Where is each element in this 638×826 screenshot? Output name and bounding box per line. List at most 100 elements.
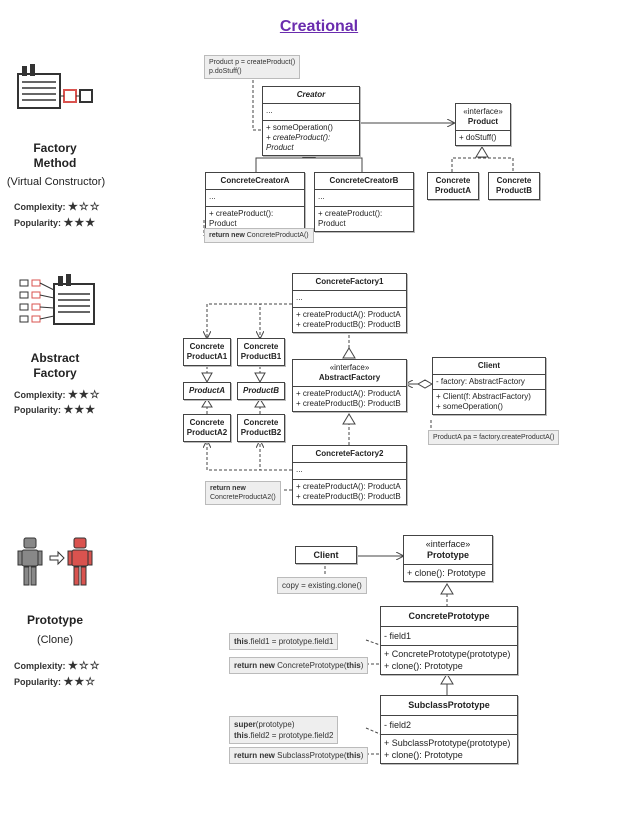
fm-concrete-creator-b: ConcreteCreatorB ... + createProduct(): … [314,172,414,232]
fm-note-top: Product p = createProduct() p.doStuff() [204,55,301,79]
class-name: Concrete ProductB1 [240,342,282,361]
af-abstract-factory-interface: «interface»AbstractFactory + createProdu… [292,359,407,412]
class-op: + createProduct(): Product [318,209,383,228]
class-op: + createProductA(): ProductA [296,389,401,398]
robot-clone-icon [17,537,93,586]
class-name: ConcreteFactory1 [293,274,406,291]
note-line: p.doStuff() [209,68,242,75]
class-attrs: ... [206,190,304,207]
note-text: ) [360,661,364,670]
class-op: + createProduct(): Product [266,133,331,152]
class-op: + createProductB(): ProductB [296,320,401,329]
class-name: «interface»AbstractFactory [293,360,406,387]
note-keyword: return new [234,661,275,670]
class-title: Product [467,117,499,126]
class-ops: + createProductA(): ProductA + createPro… [293,480,406,504]
note-keyword: this [234,637,249,646]
pt-note-client: copy = existing.clone() [277,577,367,594]
af-product-b-interface: ProductB [237,382,285,400]
class-attr: - factory: AbstractFactory [433,375,545,390]
factory-complexity: Complexity: ★☆☆ [14,200,101,213]
class-op: + someOperation() [436,402,503,411]
note-line: Product p = createProduct() [209,59,296,66]
factory-popularity: Popularity: ★★★ [14,216,96,229]
pt-note-field1: this.field1 = prototype.field1 [229,633,339,650]
class-ops: + ConcretePrototype(prototype) + clone()… [381,646,517,674]
class-op: + someOperation() [266,123,333,132]
class-op: + doStuff() [459,133,497,142]
factory-method-name: Factory Method [33,141,77,170]
class-name: ConcreteFactory2 [293,446,406,463]
note-keyword: super [234,720,256,729]
fm-concrete-product-a: Concrete ProductA [427,172,479,200]
class-op: + clone(): Prototype [407,568,486,578]
note-keyword: return new [210,485,246,492]
class-op: + SubclassPrototype(prototype) [384,738,511,748]
stereotype: «interface» [329,363,370,372]
popularity-stars: ★★☆ [63,676,97,688]
pt-subclass-prototype: SubclassPrototype - field2 + SubclassPro… [380,695,518,764]
class-attr: - field2 [381,716,517,735]
prototype-alias: (Clone) [36,634,74,646]
abstract-factory-icon [19,274,95,325]
note-text: (prototype) [255,720,295,729]
af-client-class: Client - factory: AbstractFactory + Clie… [432,357,546,415]
class-ops: + someOperation() + createProduct(): Pro… [263,121,359,155]
af-product-a-interface: ProductA [183,382,231,400]
af-note-cf2: return new ConcreteProductA2() [205,481,281,505]
class-name: ProductB [243,386,279,395]
abstract-popularity: Popularity: ★★★ [14,403,96,416]
af-concrete-product-b1: Concrete ProductB1 [237,338,285,366]
class-name: ConcreteCreatorA [206,173,304,190]
class-ops: + Client(f: AbstractFactory) + someOpera… [433,390,545,414]
fm-product-interface: «interface»Product + doStuff() [455,103,511,146]
prototype-complexity: Complexity: ★☆☆ [14,659,101,672]
factory-method-alias: (Virtual Constructor) [6,176,106,188]
class-op: + createProductA(): ProductA [296,310,401,319]
af-concrete-factory-2: ConcreteFactory2 ... + createProductA():… [292,445,407,505]
note-keyword: return new [234,751,275,760]
class-name: Concrete ProductA2 [186,418,228,437]
page-title: Creational [279,18,359,35]
complexity-label: Complexity: [14,202,66,212]
class-name: Client [313,550,339,560]
class-name: ProductA [189,386,225,395]
fm-note-bottom: return new ConcreteProductA() [204,228,314,243]
popularity-label: Popularity: [14,677,62,687]
af-concrete-product-a2: Concrete ProductA2 [183,414,231,442]
class-name: Creator [263,87,359,104]
class-op: + createProduct(): Product [209,209,274,228]
class-attrs: ... [315,190,413,207]
af-concrete-product-a1: Concrete ProductA1 [183,338,231,366]
complexity-label: Complexity: [14,661,66,671]
complexity-stars: ★☆☆ [68,660,101,672]
note-text: .field2 = prototype.field2 [248,731,334,740]
factory-icon [17,64,93,109]
note-text: ConcreteProductA2() [210,494,276,501]
prototype-name: Prototype [26,613,83,627]
class-name: ConcretePrototype [381,607,517,627]
note-keyword: this [346,751,361,760]
complexity-stars: ★☆☆ [68,201,101,213]
class-name: ConcreteCreatorB [315,173,413,190]
class-op: + clone(): Prototype [384,661,463,671]
note-keyword: this [234,731,249,740]
popularity-stars: ★★★ [63,404,97,416]
note-text: SubclassPrototype( [277,751,347,760]
pt-prototype-interface: «interface»Prototype + clone(): Prototyp… [403,535,493,582]
af-note-client: ProductA pa = factory.createProductA() [428,430,560,445]
class-ops: + createProductA(): ProductA + createPro… [293,387,406,411]
pt-concrete-prototype: ConcretePrototype - field1 + ConcretePro… [380,606,518,675]
class-attrs: ... [293,291,406,308]
class-name: Client [433,358,545,375]
note-keyword: return new [209,232,245,239]
prototype-popularity: Popularity: ★★☆ [14,675,96,688]
class-name: Concrete ProductA [435,176,471,195]
note-text: ) [360,751,364,760]
fm-concrete-creator-a: ConcreteCreatorA ... + createProduct(): … [205,172,305,232]
stereotype: «interface» [463,107,503,116]
class-attrs: ... [293,463,406,480]
abstract-factory-name: Abstract Factory [30,351,80,380]
pt-client-class: Client [295,546,357,564]
